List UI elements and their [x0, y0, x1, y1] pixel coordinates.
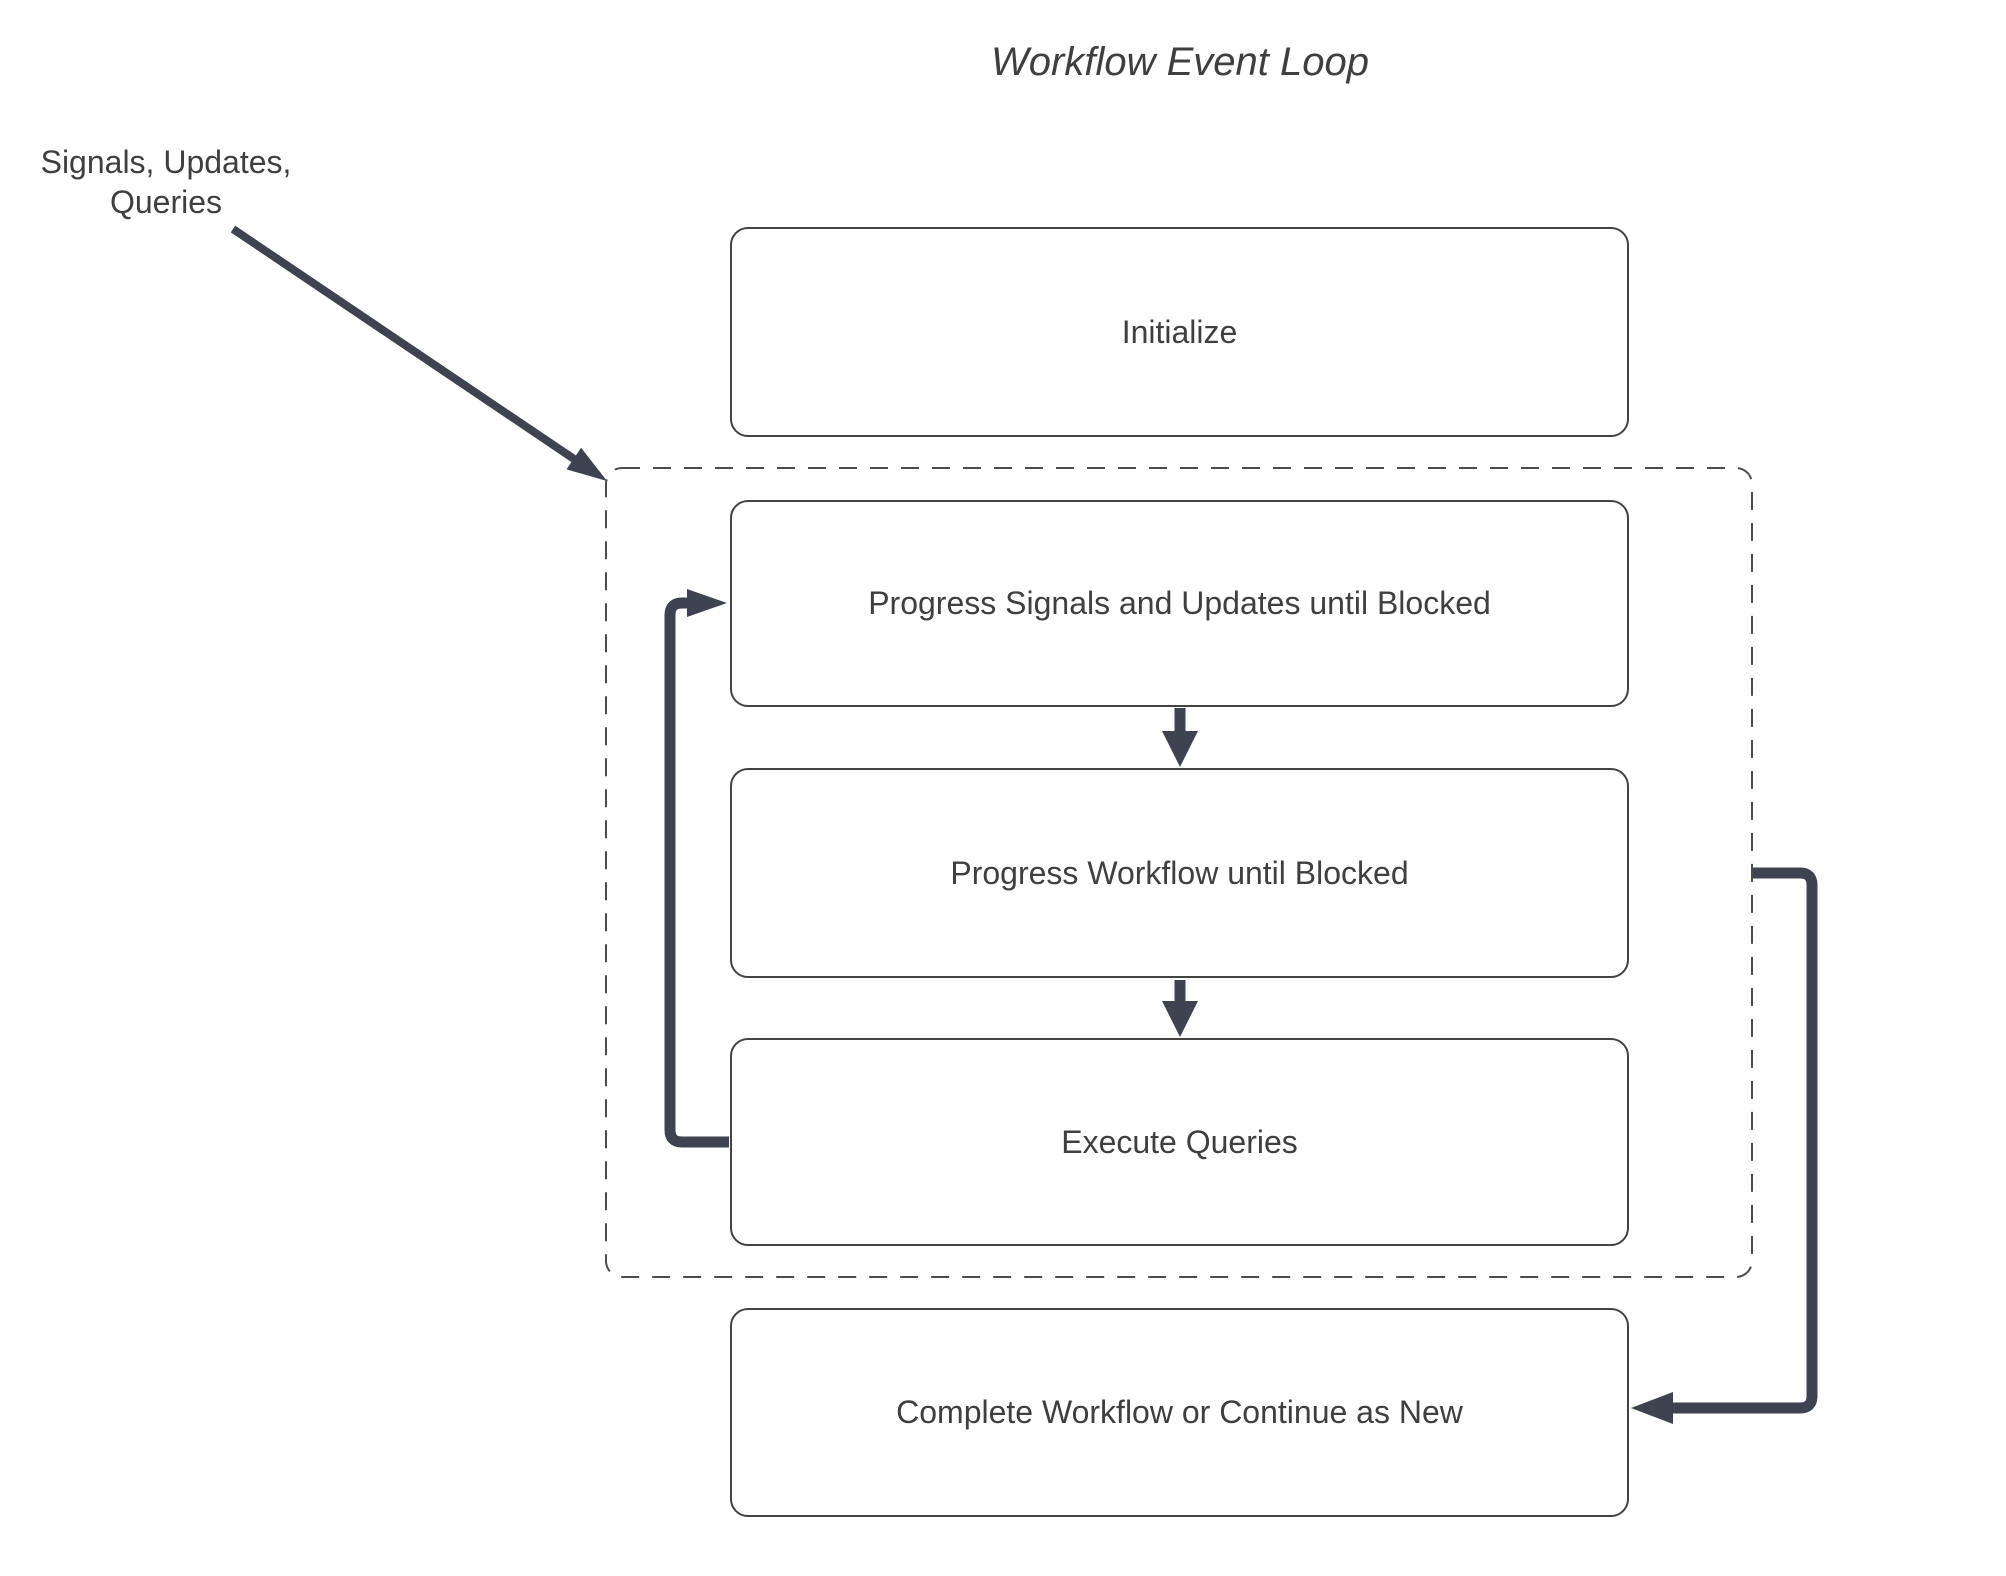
down-arrow-icon [1162, 980, 1198, 1037]
elbow-left-arrow-icon [1631, 867, 1818, 1424]
diagonal-arrow-icon [230, 225, 607, 481]
loop-back-arrow-icon [664, 589, 729, 1148]
node-progress-signals: Progress Signals and Updates until Block… [730, 500, 1629, 707]
annotation-line-1: Signals, Updates, [40, 144, 292, 180]
signals-updates-queries-label: Signals, Updates, Queries [6, 142, 326, 222]
node-execute-queries: Execute Queries [730, 1038, 1629, 1246]
node-progress-workflow-label: Progress Workflow until Blocked [950, 854, 1409, 891]
node-execute-queries-label: Execute Queries [1061, 1123, 1298, 1160]
page-title: Workflow Event Loop [991, 40, 1369, 84]
node-progress-signals-label: Progress Signals and Updates until Block… [868, 585, 1491, 621]
node-initialize: Initialize [730, 227, 1629, 437]
down-arrow-icon [1162, 708, 1198, 767]
node-complete-label: Complete Workflow or Continue as New [896, 1394, 1463, 1430]
node-progress-workflow: Progress Workflow until Blocked [730, 768, 1629, 978]
annotation-line-2: Queries [109, 184, 223, 220]
node-complete: Complete Workflow or Continue as New [730, 1308, 1629, 1517]
node-initialize-label: Initialize [1121, 313, 1238, 350]
